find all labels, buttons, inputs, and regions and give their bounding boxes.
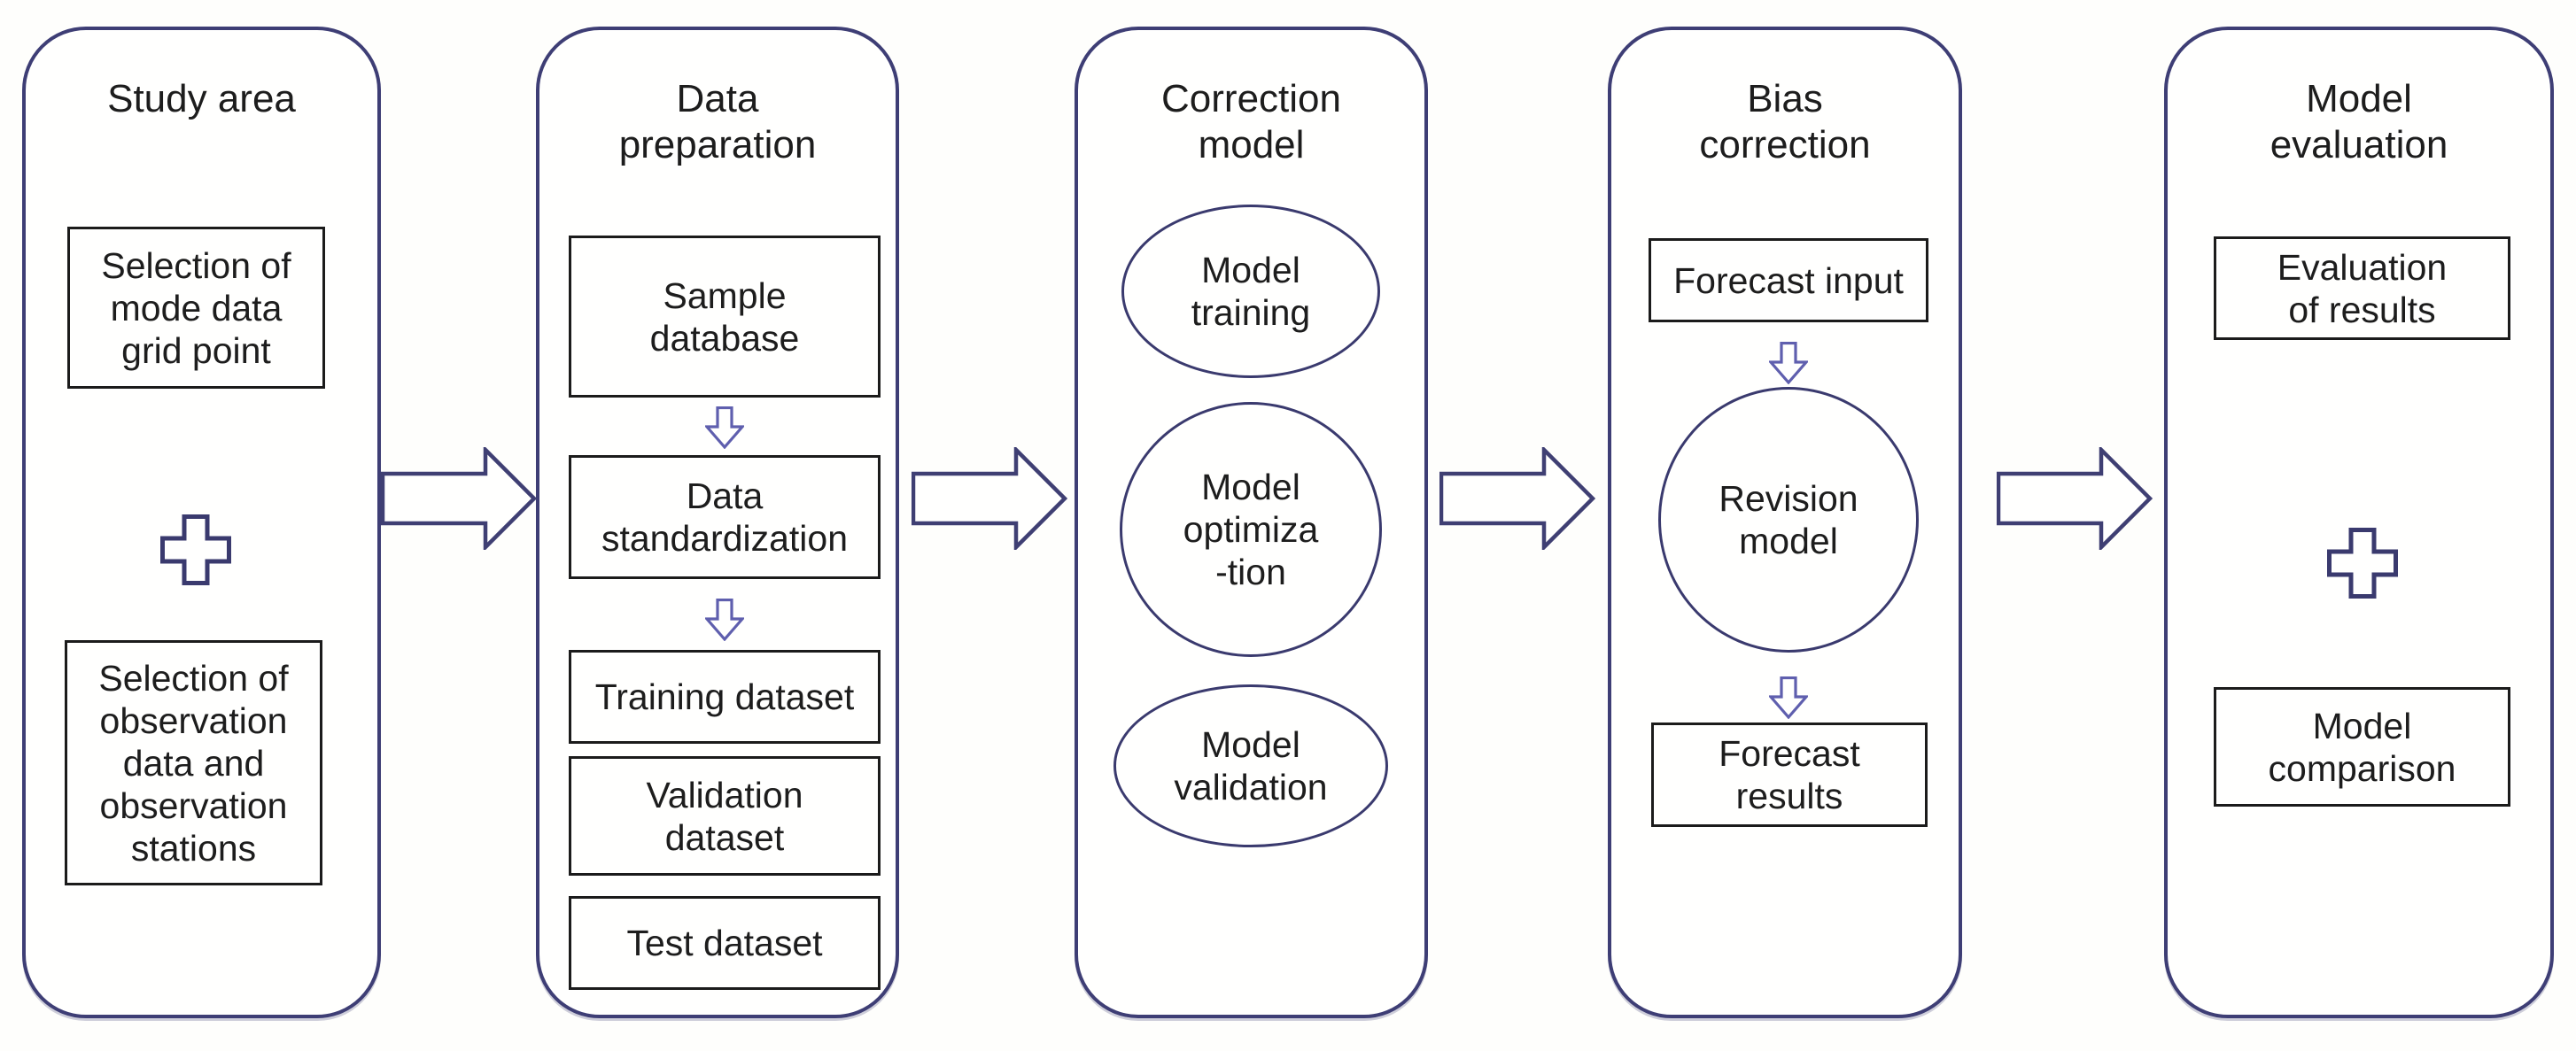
ellipse-revision-model: Revision model (1658, 387, 1919, 653)
box-evaluation-of-results: Evaluation of results (2214, 236, 2510, 340)
box-label: Model comparison (2268, 705, 2456, 789)
down-arrow-icon (705, 406, 744, 449)
panel-correction-model: Correction model Model training Model op… (1075, 27, 1428, 1018)
plus-icon (2327, 528, 2398, 599)
panel-title-correction-model: Correction model (1161, 77, 1341, 166)
panel-bias-correction: Bias correction Forecast input Revision … (1608, 27, 1962, 1018)
right-arrow-icon (1439, 447, 1595, 550)
panel-title-model-evaluation: Model evaluation (2270, 77, 2448, 166)
box-forecast-results: Forecast results (1651, 723, 1928, 827)
box-model-comparison: Model comparison (2214, 687, 2510, 807)
panel-title-bias-correction: Bias correction (1699, 77, 1871, 166)
panel-title-study-area: Study area (107, 77, 296, 120)
box-selection-observation-data-stations: Selection of observation data and observ… (65, 640, 322, 885)
box-label: Evaluation of results (2277, 246, 2448, 330)
box-selection-mode-data-grid-point: Selection of mode data grid point (67, 227, 325, 389)
down-arrow-icon (705, 599, 744, 641)
box-training-dataset: Training dataset (569, 650, 881, 744)
ellipse-model-optimization: Model optimiza -tion (1120, 402, 1382, 657)
box-label: Forecast results (1719, 733, 1860, 816)
box-forecast-input: Forecast input (1649, 238, 1928, 322)
panel-model-evaluation: Model evaluation Evaluation of results M… (2164, 27, 2554, 1018)
box-label: Selection of mode data grid point (101, 244, 291, 371)
panel-title-data-preparation: Data preparation (618, 77, 817, 166)
ellipse-label: Model validation (1174, 724, 1328, 808)
right-arrow-icon (912, 447, 1067, 550)
down-arrow-icon (1769, 676, 1808, 719)
box-label: Selection of observation data and observ… (98, 657, 289, 869)
plus-icon (160, 514, 231, 585)
box-test-dataset: Test dataset (569, 896, 881, 990)
box-label: Sample database (649, 274, 800, 359)
ellipse-label: Model optimiza -tion (1183, 467, 1319, 592)
box-label: Training dataset (594, 676, 855, 717)
box-label: Validation dataset (646, 774, 803, 858)
right-arrow-icon (1997, 447, 2153, 550)
ellipse-model-training: Model training (1121, 205, 1380, 378)
box-validation-dataset: Validation dataset (569, 756, 881, 876)
panel-study-area: Study area Selection of mode data grid p… (22, 27, 381, 1018)
box-label: Test dataset (626, 923, 823, 963)
ellipse-model-validation: Model validation (1113, 684, 1388, 847)
right-arrow-icon (381, 447, 537, 550)
ellipse-label: Revision model (1719, 478, 1858, 561)
ellipse-label: Model training (1191, 250, 1311, 333)
box-sample-database: Sample database (569, 236, 881, 398)
box-label: Forecast input (1673, 259, 1904, 301)
box-label: Data standardization (601, 475, 849, 559)
box-data-standardization: Data standardization (569, 455, 881, 579)
panel-data-preparation: Data preparation Sample database Data st… (536, 27, 899, 1018)
down-arrow-icon (1769, 342, 1808, 384)
